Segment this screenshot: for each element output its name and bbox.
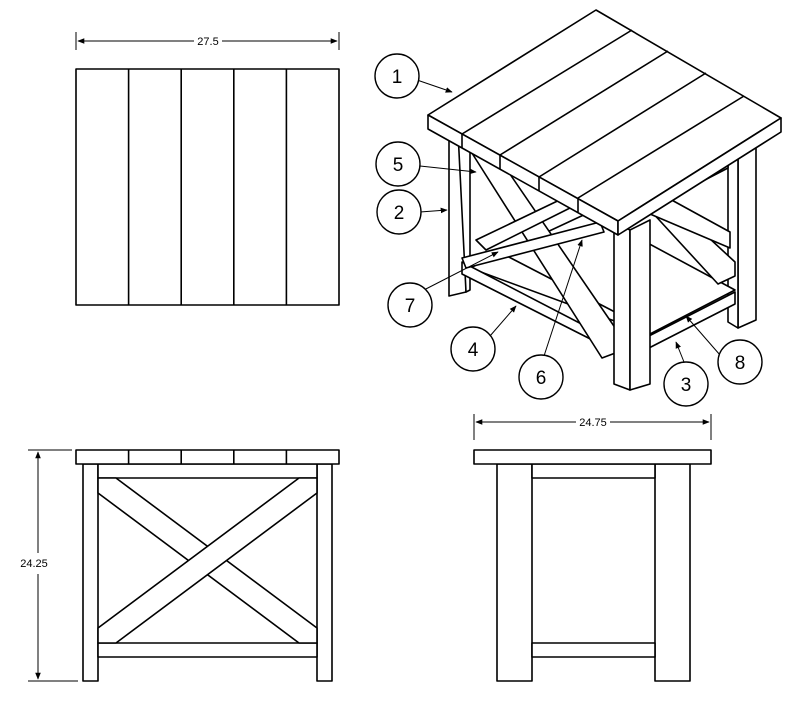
callout-6: 6 (518, 239, 583, 400)
callout-2: 2 (376, 189, 448, 235)
callout-6-label: 6 (536, 368, 547, 389)
callout-1-label: 1 (392, 67, 403, 88)
callout-2-label: 2 (394, 203, 405, 224)
side-width-label: 24.75 (579, 417, 607, 429)
callout-5: 5 (375, 141, 477, 187)
height-label: 24.25 (20, 558, 48, 570)
front-view: 24.25 (20, 449, 340, 682)
height-dimension: 24.25 (20, 449, 78, 682)
callout-4: 4 (450, 305, 517, 372)
side-width-dimension: 24.75 (473, 414, 712, 440)
callout-8-label: 8 (735, 353, 746, 374)
callout-4-label: 4 (468, 340, 479, 361)
callout-3-label: 3 (681, 375, 692, 396)
side-view: 24.75 (473, 414, 712, 682)
isometric-view (427, 9, 782, 391)
top-view: 27.5 (75, 32, 340, 306)
callout-7: 7 (387, 251, 499, 328)
callout-3: 3 (663, 341, 709, 407)
callout-5-label: 5 (393, 155, 404, 176)
top-width-dimension: 27.5 (75, 32, 340, 50)
top-width-label: 27.5 (197, 36, 218, 48)
callout-7-label: 7 (405, 296, 416, 317)
callout-8: 8 (685, 315, 763, 385)
callout-1: 1 (374, 53, 453, 99)
